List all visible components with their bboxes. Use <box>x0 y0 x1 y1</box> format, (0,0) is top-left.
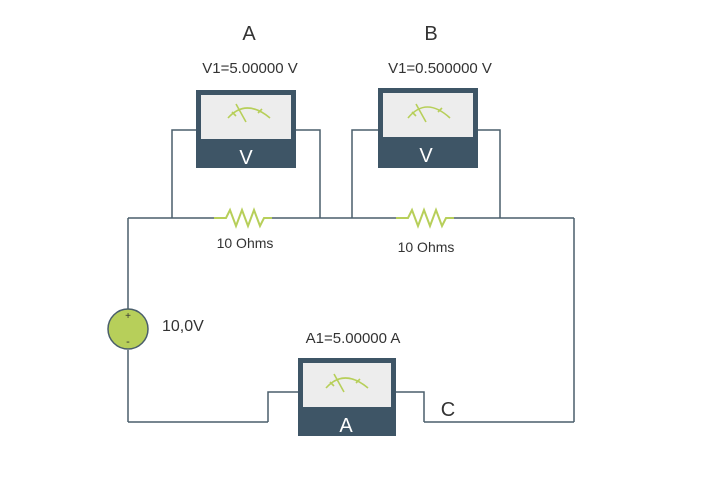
resistor-icon <box>396 207 454 229</box>
point-a-label: A <box>242 23 256 45</box>
resistor-r2: 10 Ohms <box>396 207 455 255</box>
voltmeter-a-lead-left <box>171 129 196 218</box>
voltmeter-b-symbol: V <box>419 145 433 167</box>
voltmeter-a-face <box>201 95 291 139</box>
voltmeter-b-lead-right <box>478 129 501 218</box>
ammeter: A1=5.00000 A A <box>298 330 400 437</box>
meter-gauge-icon <box>407 103 451 123</box>
ammeter-symbol: A <box>339 415 353 437</box>
voltmeter-a-symbol: V <box>239 147 253 169</box>
point-b-label: B <box>424 23 437 45</box>
ammeter-lead-right <box>396 391 425 422</box>
ammeter-reading: A1=5.00000 A <box>306 330 401 347</box>
ammeter-face <box>303 363 391 407</box>
source-plus-sign: + <box>125 311 131 322</box>
voltmeter-b-lead-left <box>351 129 378 218</box>
ammeter-lead-left <box>267 391 298 422</box>
voltmeter-a: V1=5.00000 V V <box>196 60 298 169</box>
source-label: 10,0V <box>162 318 204 335</box>
voltmeter-a-lead-right <box>296 129 321 218</box>
source-minus-sign: - <box>126 336 130 348</box>
resistor-r1-label: 10 Ohms <box>217 235 274 251</box>
resistor-r2-label: 10 Ohms <box>398 239 455 255</box>
voltmeter-b-reading: V1=0.500000 V <box>388 60 492 77</box>
meter-gauge-icon <box>227 103 271 123</box>
resistor-icon <box>214 207 272 229</box>
voltmeter-b-face <box>383 93 473 137</box>
voltmeter-a-reading: V1=5.00000 V <box>202 60 298 77</box>
voltage-source: + - 10,0V <box>107 308 204 350</box>
wires <box>127 129 575 423</box>
point-c-label: C <box>441 399 455 421</box>
meter-gauge-icon <box>325 373 369 393</box>
voltmeter-b: V1=0.500000 V V <box>378 60 492 168</box>
resistor-r1: 10 Ohms <box>214 207 274 251</box>
battery-icon <box>107 308 149 350</box>
